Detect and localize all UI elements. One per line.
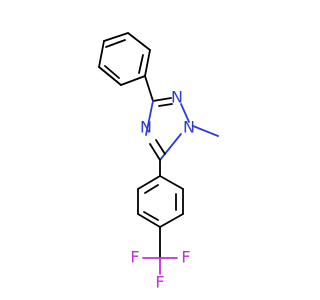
bond [180,103,190,123]
bond [98,40,105,68]
aromatic-inner-bond [138,54,144,74]
phenyl-triazole-bond [144,75,154,102]
phenyl-ring [98,32,151,86]
triazole-ring [145,97,190,161]
bond [149,143,161,161]
bond [159,133,182,161]
aromatic-inner-bond [143,211,159,221]
bond [158,103,173,107]
aryl-ring [137,175,184,228]
bond [103,32,129,42]
bond [159,175,184,190]
atom-n1-label: N [183,118,195,137]
bond [98,66,122,86]
atom-f-left-label: F [130,248,139,267]
atom-f-right-label: F [181,248,190,267]
bond [159,213,184,228]
atom-n2-label: N [171,88,183,107]
atom-n4-label: N [140,118,152,137]
bond [120,75,146,86]
aromatic-inner-bond [144,184,159,194]
bond [127,32,151,51]
bond [145,100,154,136]
aromatic-inner-bond [105,39,126,48]
aromatic-inner-bond [104,65,120,79]
bond [144,49,151,77]
bond [137,175,161,190]
bond [152,97,172,102]
atom-f-bottom-label: F [155,273,164,292]
bond [137,213,161,228]
methyl-bond [192,125,219,137]
bond [155,139,166,155]
molecule-structure: N N N F F F [98,32,219,292]
